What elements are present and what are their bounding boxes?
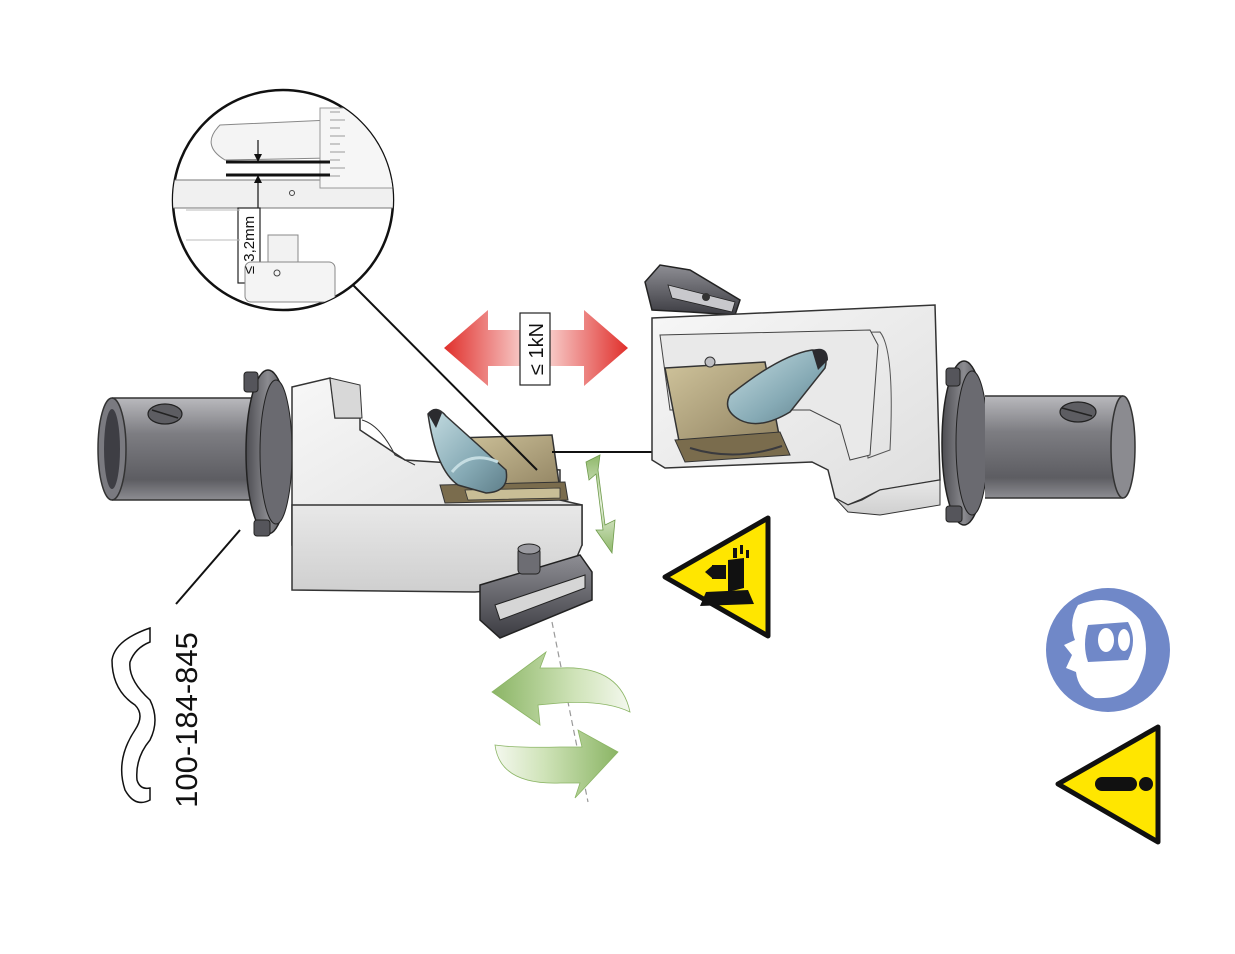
jaw-adjust-arrow [586,455,615,553]
hook-spanner-icon [112,628,155,802]
right-grip-shaft [985,396,1135,498]
safety-goggles-mandatory-icon [1046,588,1170,712]
right-grip-clamp-knob[interactable] [645,265,740,315]
hand-crush-warning-icon [665,518,768,636]
hook-spanner-callout: 100-184-845 [112,530,240,808]
left-grip-assembly [98,370,592,638]
right-grip-assembly [645,265,1135,525]
rotate-arrow-upper [492,652,630,725]
right-grip-flange-nut [942,361,988,525]
left-grip-flange-nut [244,370,292,536]
rotate-knob-arrows [492,622,630,802]
spanner-leader-line [176,530,240,604]
rotate-arrow-lower [495,730,618,798]
exclamation-warning-icon [1058,727,1158,842]
max-force-arrow: ≤ 1kN [444,310,628,386]
part-number-label: 100-184-845 [169,632,204,808]
left-grip-shaft [98,398,262,500]
max-gap-label: ≤ 3,2mm [241,216,258,274]
max-force-label: ≤ 1kN [526,323,548,375]
